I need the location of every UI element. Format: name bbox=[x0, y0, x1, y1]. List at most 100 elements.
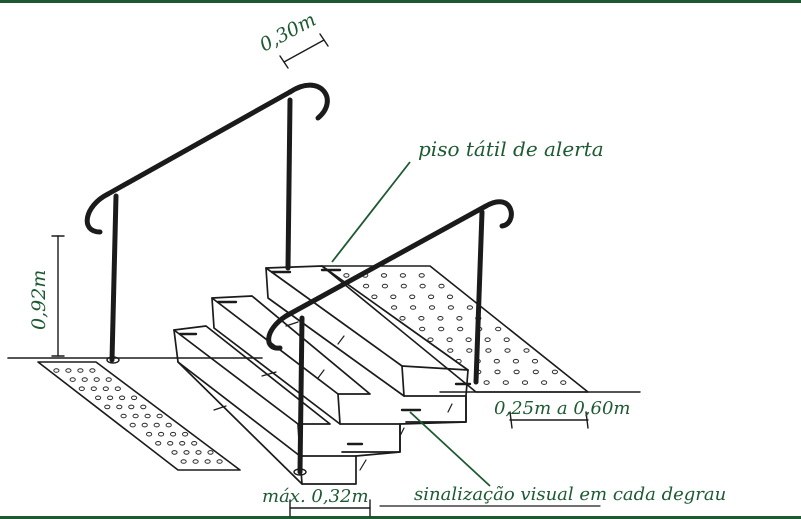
tactile-dot bbox=[93, 377, 100, 382]
label-tactile-floor: piso tátil de alerta bbox=[418, 137, 604, 161]
tactile-dot bbox=[502, 380, 509, 385]
tactile-dot bbox=[532, 369, 539, 375]
staircase bbox=[173, 265, 472, 485]
tactile-floor-upper bbox=[321, 265, 589, 393]
tactile-dot bbox=[418, 273, 425, 278]
handrail-left bbox=[84, 82, 330, 364]
tactile-dot bbox=[107, 395, 114, 401]
tactile-dot bbox=[131, 395, 138, 401]
tactile-dot bbox=[105, 377, 112, 382]
leader-tactile-floor bbox=[331, 161, 411, 263]
tactile-dot bbox=[140, 404, 147, 410]
tactile-dot bbox=[192, 459, 199, 464]
tactile-dot bbox=[153, 422, 160, 428]
tactile-dot bbox=[391, 305, 398, 310]
tactile-dot bbox=[512, 358, 520, 364]
tactile-dot bbox=[380, 273, 388, 278]
tactile-dot bbox=[513, 369, 520, 375]
tactile-dot bbox=[399, 273, 406, 278]
tactile-dot bbox=[484, 337, 491, 343]
tactile-dot bbox=[129, 422, 136, 428]
frame-top-border bbox=[0, 0, 801, 3]
dimension-handrail-height bbox=[51, 235, 65, 357]
tactile-dot bbox=[65, 368, 72, 373]
tactile-dot bbox=[114, 386, 121, 392]
frame-bottom-border bbox=[0, 516, 801, 519]
tactile-dot bbox=[165, 422, 172, 428]
tactile-dot bbox=[456, 316, 463, 321]
tactile-dot bbox=[120, 413, 127, 419]
label-handrail-height: 0,92m bbox=[28, 270, 50, 330]
handrail-right bbox=[266, 199, 514, 476]
tactile-dot bbox=[53, 368, 60, 373]
tactile-dot bbox=[399, 316, 406, 321]
tactile-dot bbox=[207, 450, 214, 455]
tactile-dot bbox=[521, 380, 529, 385]
tactile-dot bbox=[466, 305, 473, 310]
tactile-dot bbox=[437, 316, 444, 321]
tactile-dot bbox=[128, 404, 135, 410]
tactile-dot bbox=[102, 386, 109, 392]
tactile-dot bbox=[410, 305, 417, 310]
tactile-dot bbox=[90, 386, 97, 392]
tactile-dot bbox=[363, 283, 370, 289]
tactile-dot bbox=[428, 305, 436, 310]
tactile-dot bbox=[503, 337, 510, 343]
tactile-dot bbox=[495, 326, 502, 332]
tactile-dot bbox=[551, 369, 559, 375]
tactile-dot bbox=[371, 294, 378, 300]
tactile-dot bbox=[171, 450, 178, 455]
tactile-dot bbox=[180, 459, 187, 464]
tactile-dot bbox=[419, 283, 426, 289]
tactile-dot bbox=[465, 337, 472, 343]
tactile-dot bbox=[504, 348, 511, 353]
leader-step-marking bbox=[409, 411, 491, 487]
tactile-dot bbox=[494, 369, 501, 375]
tactile-dot bbox=[81, 377, 88, 382]
label-handrail-extension: 0,30m bbox=[256, 9, 320, 57]
tactile-dot bbox=[447, 348, 454, 353]
tactile-dot bbox=[104, 404, 111, 410]
tactile-dot bbox=[523, 348, 530, 353]
dimension-tactile-depth bbox=[509, 411, 589, 429]
tactile-dot bbox=[204, 459, 211, 464]
tactile-dot bbox=[438, 283, 445, 289]
tactile-dot bbox=[158, 431, 165, 437]
tactile-dot bbox=[216, 459, 223, 464]
tactile-dot bbox=[457, 326, 464, 332]
tactile-dot bbox=[381, 283, 388, 289]
tactile-dot bbox=[156, 413, 163, 419]
tactile-dot bbox=[446, 337, 453, 343]
tactile-dot bbox=[560, 380, 567, 385]
tactile-dot bbox=[343, 273, 350, 278]
tactile-dot bbox=[170, 431, 177, 437]
tactile-dot bbox=[483, 380, 490, 385]
tactile-dot bbox=[485, 348, 492, 353]
tactile-dot bbox=[419, 326, 426, 332]
tactile-dot bbox=[144, 413, 151, 419]
tactile-dot bbox=[132, 413, 139, 419]
tactile-dot bbox=[427, 337, 434, 343]
tactile-dot bbox=[409, 294, 416, 300]
tactile-dot bbox=[195, 450, 202, 455]
label-max-distance: máx. 0,32m bbox=[262, 486, 369, 507]
tactile-dot bbox=[531, 358, 539, 364]
tactile-dot bbox=[183, 450, 190, 455]
tactile-dot bbox=[428, 294, 435, 300]
tactile-dot bbox=[95, 395, 102, 401]
tactile-dot bbox=[191, 441, 198, 446]
tactile-dot bbox=[179, 441, 186, 446]
tactile-dot bbox=[89, 368, 96, 373]
tactile-dot bbox=[167, 441, 174, 446]
dimension-max-distance bbox=[289, 499, 371, 517]
tactile-floor-lower bbox=[37, 361, 241, 471]
label-tactile-depth: 0,25m a 0,60m bbox=[494, 398, 630, 419]
dimension-handrail-extension bbox=[279, 33, 329, 69]
tactile-dot bbox=[390, 294, 397, 300]
tactile-dot bbox=[182, 431, 189, 437]
tactile-dot bbox=[447, 305, 454, 310]
tactile-dot bbox=[69, 377, 76, 382]
tactile-dot bbox=[446, 294, 454, 300]
